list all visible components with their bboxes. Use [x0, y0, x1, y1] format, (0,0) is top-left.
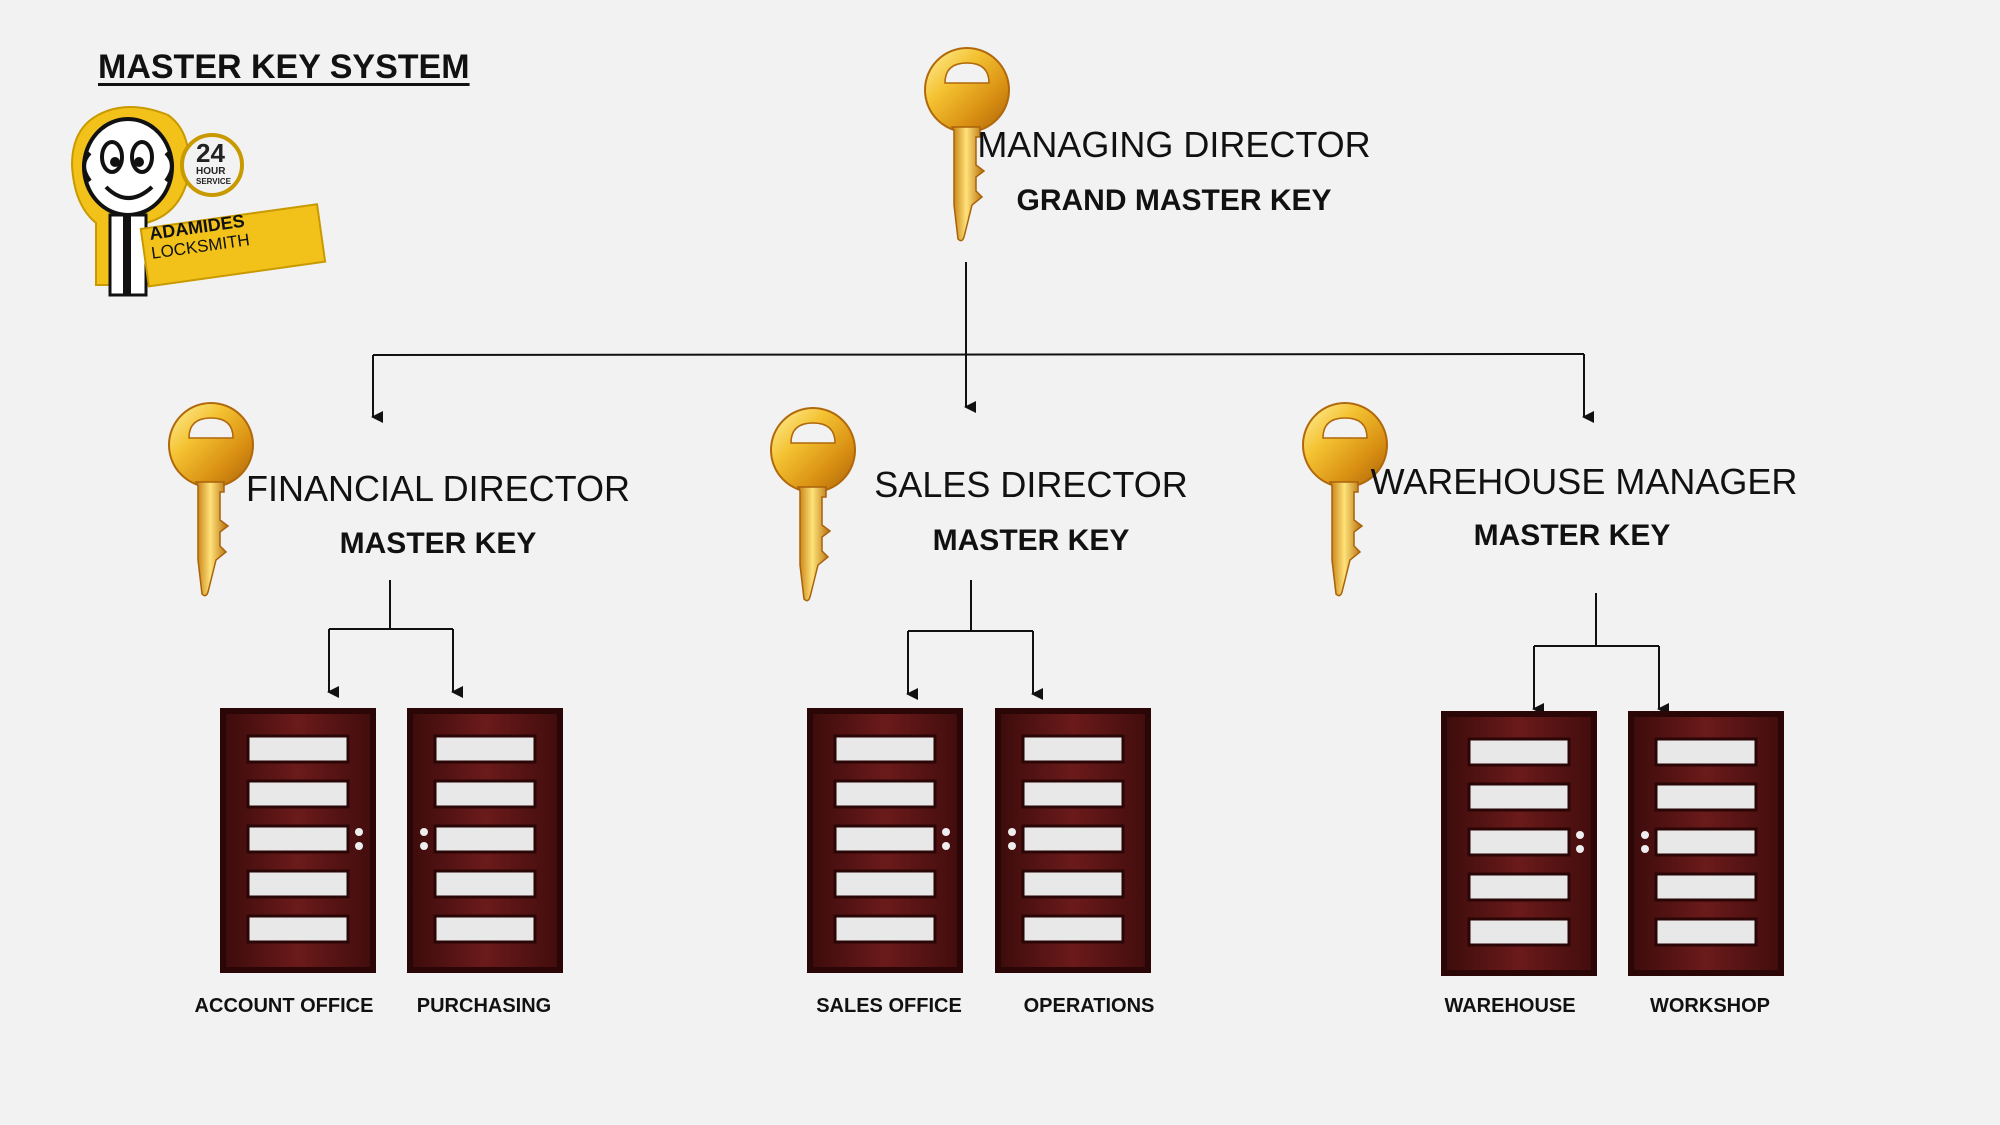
warehouse-manager-role: WAREHOUSE MANAGER: [1370, 461, 1798, 502]
sales-master-key-label: MASTER KEY: [932, 524, 1130, 557]
door-label-account-office: ACCOUNT OFFICE: [194, 995, 374, 1017]
managing-director-role: MANAGING DIRECTOR: [977, 124, 1371, 165]
connector-sales-split: [908, 580, 1033, 632]
grand-master-key-label: GRAND MASTER KEY: [1016, 184, 1332, 217]
door-label-warehouse: WAREHOUSE: [1444, 995, 1576, 1017]
badge-number: 24: [196, 138, 225, 168]
sales-director-role: SALES DIRECTOR: [874, 464, 1188, 505]
connector-top-horizontal: [372, 353, 1585, 356]
badge-line1: HOUR: [196, 166, 226, 177]
page-title: MASTER KEY SYSTEM: [98, 48, 470, 86]
warehouse-master-key-label: MASTER KEY: [1473, 519, 1671, 552]
badge-line2: SERVICE: [196, 177, 231, 186]
door-label-purchasing: PURCHASING: [416, 995, 552, 1017]
door-label-operations: OPERATIONS: [1023, 995, 1155, 1017]
connector-financial-split: [329, 580, 453, 630]
door-label-sales-office: SALES OFFICE: [816, 995, 962, 1017]
financial-director-role: FINANCIAL DIRECTOR: [245, 468, 631, 509]
connector-warehouse-split: [1534, 593, 1659, 647]
door-label-workshop: WORKSHOP: [1650, 995, 1770, 1017]
financial-master-key-label: MASTER KEY: [339, 527, 537, 560]
